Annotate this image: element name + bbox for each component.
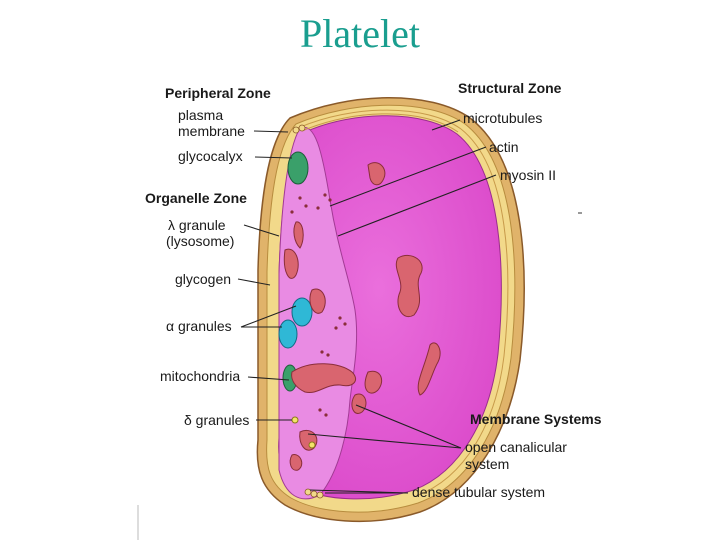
- label-peripheral-zone: Peripheral Zone: [165, 85, 271, 101]
- label-plasma: plasma: [178, 107, 223, 123]
- label-open-canalicular: open canalicular: [465, 439, 567, 455]
- label-mitochondria: mitochondria: [160, 368, 240, 384]
- label-actin: actin: [489, 139, 519, 155]
- label-lambda-granule: λ granule: [168, 217, 226, 233]
- right-labels: Structural Zone microtubules actin myosi…: [412, 80, 602, 500]
- label-myosin: myosin II: [500, 167, 556, 183]
- label-delta-granules: δ granules: [184, 412, 249, 428]
- delta-granule: [291, 416, 299, 424]
- leader-lines: [237, 119, 497, 494]
- microtubule-lines: [297, 109, 509, 497]
- label-glycocalyx: glycocalyx: [178, 148, 243, 164]
- label-microtubules: microtubules: [463, 110, 542, 126]
- organelle-zone-items: [278, 124, 356, 499]
- label-glycogen: glycogen: [175, 271, 231, 287]
- label-alpha-granules: α granules: [166, 318, 232, 334]
- label-lysosome: (lysosome): [166, 233, 234, 249]
- cytoplasm-organelles: [351, 162, 441, 414]
- label-open-canalicular-system: system: [465, 456, 509, 472]
- label-organelle-zone: Organelle Zone: [145, 190, 247, 206]
- delta-granule: [308, 441, 316, 449]
- label-dense-tubular: dense tubular system: [412, 484, 545, 500]
- slide-title: Platelet: [300, 11, 420, 56]
- label-membrane-systems: Membrane Systems: [470, 411, 602, 427]
- alpha-granule: [278, 319, 298, 349]
- label-structural-zone: Structural Zone: [458, 80, 562, 96]
- mitochondrion: [287, 151, 309, 185]
- alpha-granule: [291, 297, 313, 327]
- label-membrane: membrane: [178, 123, 245, 139]
- left-labels: Peripheral Zone plasma membrane glycocal…: [145, 85, 271, 428]
